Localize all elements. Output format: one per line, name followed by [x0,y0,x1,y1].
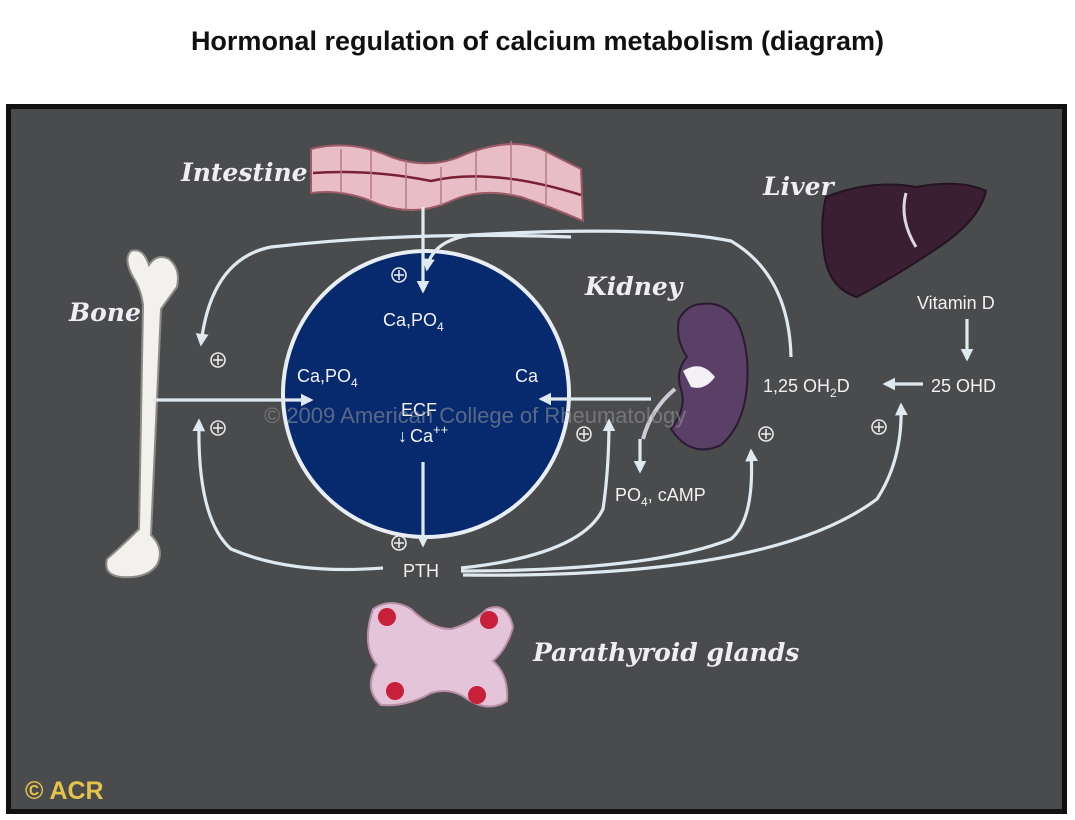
plus-icon [758,426,774,442]
intestine-illustration [310,141,585,223]
label-intestine: Intestine [180,158,308,187]
label-po4-camp: PO4, cAMP [615,485,706,509]
plus-icon [391,267,407,283]
diagram-panel: Intestine Liver Kidney Bone Parathyroid … [6,104,1067,814]
gland-dot [386,682,404,700]
label-parathyroid: Parathyroid glands [532,638,799,667]
parathyroid-illustration [366,602,515,708]
label-bone: Bone [68,298,141,327]
plus-icon [210,352,226,368]
kidney-illustration [641,302,749,451]
bone-illustration [105,249,179,579]
page-title: Hormonal regulation of calcium metabolis… [190,26,885,56]
acr-copyright: © ACR [25,777,104,805]
plus-icon [391,535,407,551]
plus-icon [871,419,887,435]
liver-illustration [821,182,988,299]
arrow-pth-to-oh2d [462,402,908,577]
watermark-text: © 2009 American College of Rheumatology [264,403,686,428]
arrow-pth-to-kidney [460,418,616,570]
gland-dot [480,611,498,629]
label-vitamin-d: Vitamin D [917,293,995,313]
plus-icon [576,426,592,442]
label-ca-po4-bone: Ca,PO4 [297,366,358,390]
label-kidney: Kidney [584,272,684,301]
label-ca-po4-intestine: Ca,PO4 [383,310,444,334]
plus-icon [210,420,226,436]
arrow-pth-to-bone [192,418,384,572]
label-ca-plus-plus: ↓Ca++ [398,422,448,446]
label-1-25-oh2d: 1,25 OH2D [763,376,850,400]
label-liver: Liver [762,172,836,201]
diagram-canvas: Intestine Liver Kidney Bone Parathyroid … [25,141,996,805]
gland-dot [378,608,396,626]
ecf-circle [281,249,571,539]
label-ecf: ECF [401,400,437,420]
label-25-ohd: 25 OHD [931,376,996,396]
arrow-pth-to-kidney-2 [460,448,758,573]
label-ca-kidney: Ca [515,366,539,386]
flow-arrows [153,207,974,577]
arrow-oh2d-to-intestine [422,229,793,358]
gland-dot [468,686,486,704]
plus-signs [210,267,887,551]
label-pth: PTH [403,561,439,581]
liver-ligament [902,192,918,248]
